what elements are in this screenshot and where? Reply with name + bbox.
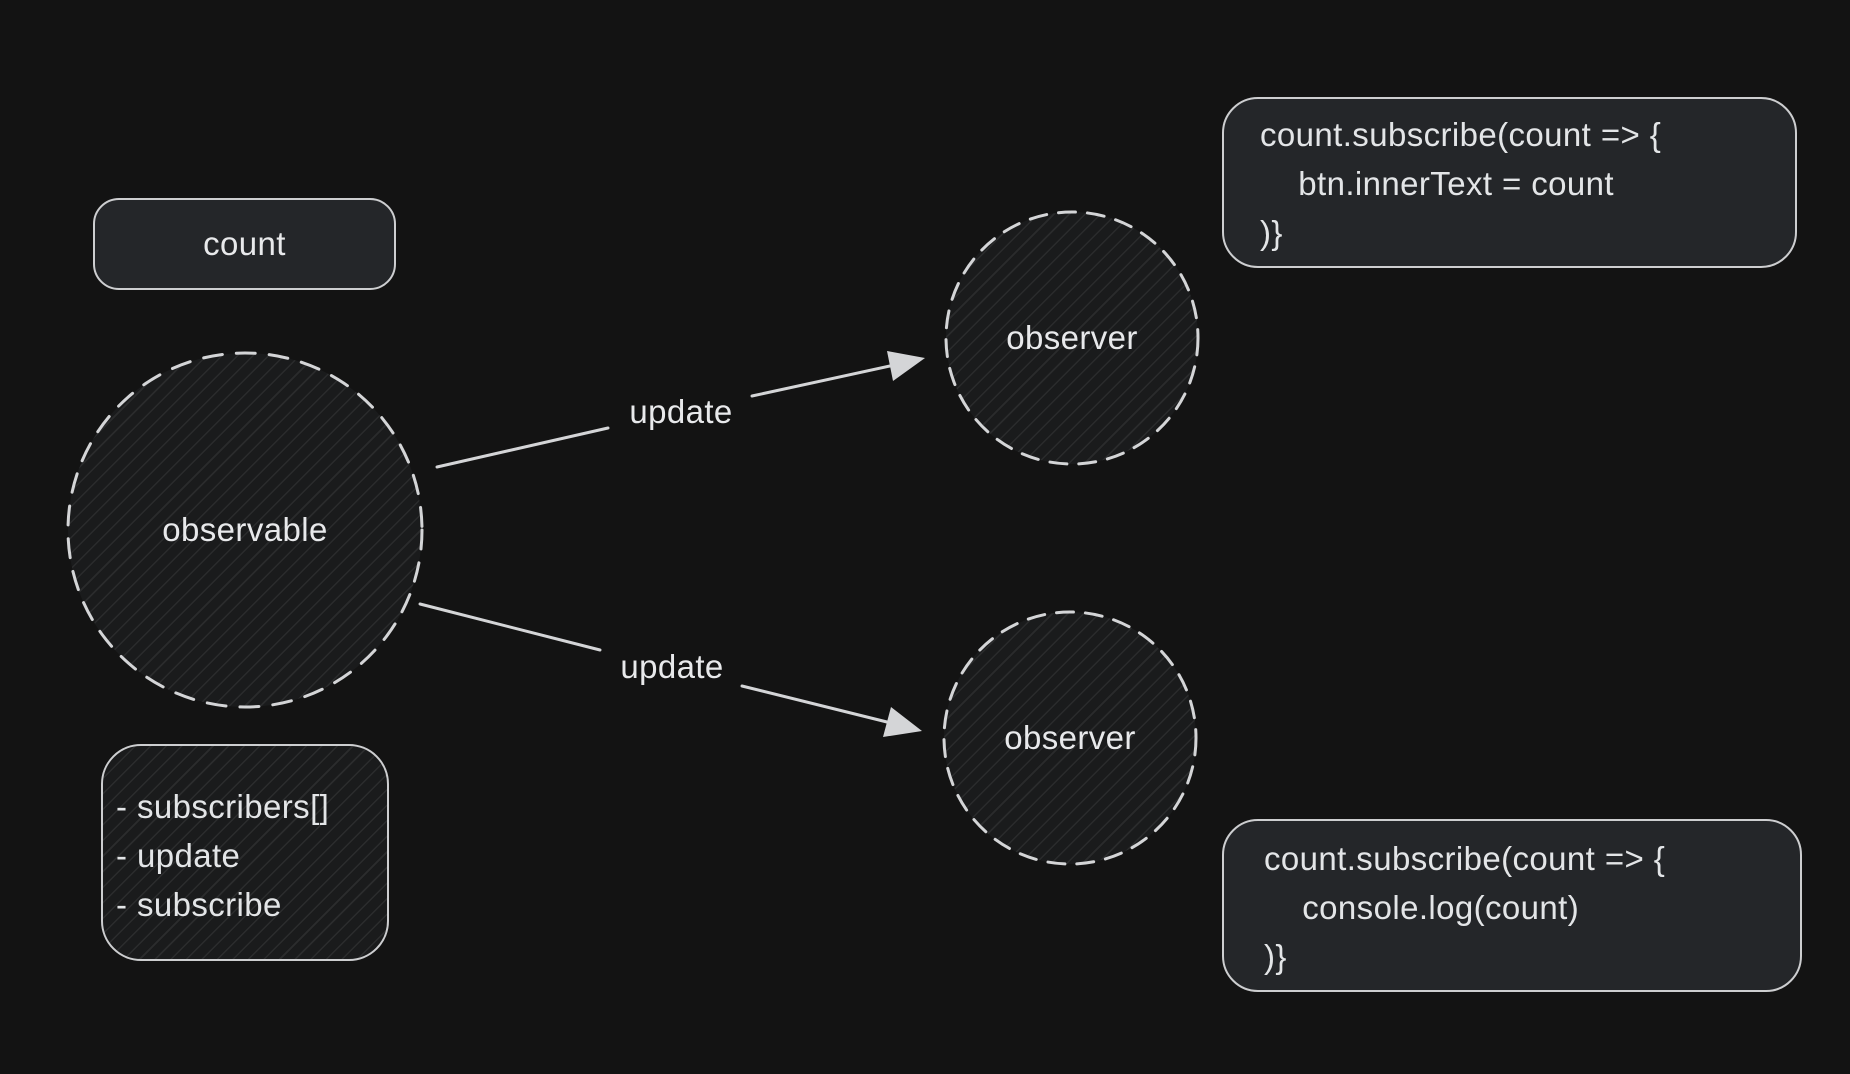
observer-top-circle-outline [944,210,1200,466]
observer-top-label: observer [1006,319,1138,356]
code-bottom-line-2: console.log(count) [1264,889,1580,926]
code-snippet-bottom: count.subscribe(count => { console.log(c… [1222,819,1802,992]
observer-bottom-circle-outline [942,610,1198,866]
edge-bottom-label: update [620,648,724,685]
edge-top-arrowhead-icon [887,351,925,381]
code-top-line-1: count.subscribe(count => { [1260,116,1662,153]
member-subscribe: - subscribe [116,886,282,923]
count-node: count [93,198,396,290]
observable-circle-outline [66,351,424,709]
code-top-line-3: )} [1260,214,1283,251]
edge-bottom-arrowhead-icon [883,707,922,737]
count-node-label: count [203,225,286,262]
edge-bottom-arrow-segment-left [418,602,602,652]
code-snippet-top: count.subscribe(count => { btn.innerText… [1222,97,1797,268]
observer-bottom-circle-fill [944,612,1196,864]
edge-bottom-arrow [418,602,922,737]
edge-top-arrow-segment-right [750,364,892,398]
code-top-line-2: btn.innerText = count [1260,165,1614,202]
edge-bottom-arrow-segment-right [740,684,889,724]
edge-top-arrow [435,351,925,469]
observable-members-box: - subscribers[] - update - subscribe [101,744,389,961]
observer-top-circle-fill [946,212,1198,464]
code-bottom-line-3: )} [1264,938,1287,975]
member-subscribers: - subscribers[] [116,788,330,825]
observable-circle-fill [68,353,422,707]
edge-top-arrow-segment-left [435,426,610,469]
code-bottom-line-1: count.subscribe(count => { [1264,840,1666,877]
observable-label: observable [162,511,328,548]
edge-top-label: update [629,393,733,430]
member-update: - update [116,837,241,874]
observer-bottom-label: observer [1004,719,1136,756]
